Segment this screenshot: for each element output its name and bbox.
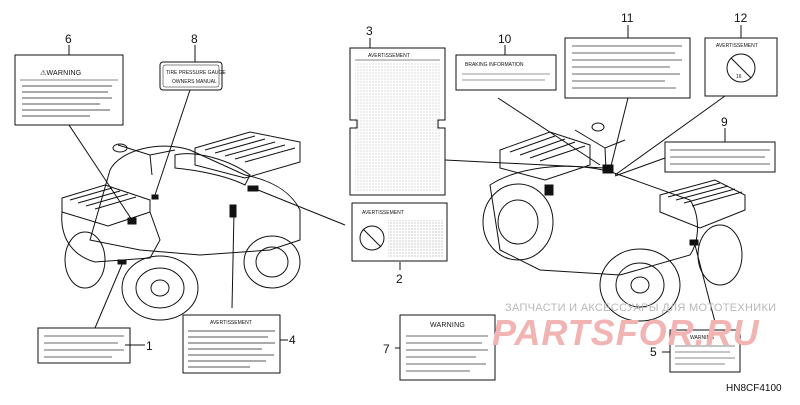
- label-2: AVERTISSEMENT: [351, 202, 448, 262]
- label-4-text: AVERTISSEMENT: [210, 320, 252, 326]
- label-12-age: 16: [736, 74, 742, 80]
- label-6-text: ⚠WARNING: [40, 69, 81, 77]
- label-3-text: AVERTISSEMENT: [368, 53, 410, 59]
- label-12: AVERTISSEMENT 16: [704, 37, 778, 97]
- label-5-text: WARNING: [690, 335, 714, 341]
- label-12-text: AVERTISSEMENT: [716, 43, 758, 49]
- label-9: [664, 141, 776, 173]
- callout-8: 8: [191, 32, 198, 46]
- label-8: TIRE PRESSURE GAUGE OWNERS MANUAL: [159, 61, 226, 91]
- leader-lines: [68, 25, 742, 353]
- watermark-line2: PARTSFOR.RU: [492, 312, 760, 353]
- label-8-line1: TIRE PRESSURE GAUGE: [166, 70, 226, 76]
- callout-7: 7: [383, 342, 390, 356]
- label-5: WARNING: [669, 329, 741, 373]
- label-1: [37, 327, 131, 364]
- label-4: AVERTISSEMENT: [182, 314, 281, 374]
- watermark-line1: ЗАПЧАСТИ И АКСЕССУАРЫ ДЛЯ МОТОТЕХНИКИ: [505, 302, 777, 314]
- label-6: ⚠WARNING: [14, 54, 124, 126]
- atv-right: [482, 122, 746, 322]
- label-2-text: AVERTISSEMENT: [362, 210, 404, 216]
- callout-5: 5: [650, 345, 657, 359]
- label-10-text: BRAKING INFORMATION: [465, 62, 524, 68]
- label-7: WARNING: [399, 314, 496, 381]
- diagram-code: HN8CF4100: [726, 383, 782, 394]
- label-11: [564, 37, 691, 99]
- callout-3: 3: [366, 24, 373, 38]
- callout-9: 9: [721, 115, 728, 129]
- label-7-text: WARNING: [430, 322, 465, 329]
- label-3: AVERTISSEMENT: [349, 47, 446, 196]
- callout-4: 4: [289, 333, 296, 347]
- callout-1: 1: [146, 339, 153, 353]
- callout-6: 6: [65, 32, 72, 46]
- callout-2: 2: [396, 272, 403, 286]
- callout-12: 12: [734, 11, 748, 25]
- callout-10: 10: [498, 32, 512, 46]
- atv-left: [61, 131, 301, 321]
- callout-11: 11: [621, 11, 634, 25]
- label-8-line2: OWNERS MANUAL: [172, 79, 217, 85]
- label-10: BRAKING INFORMATION: [455, 54, 557, 91]
